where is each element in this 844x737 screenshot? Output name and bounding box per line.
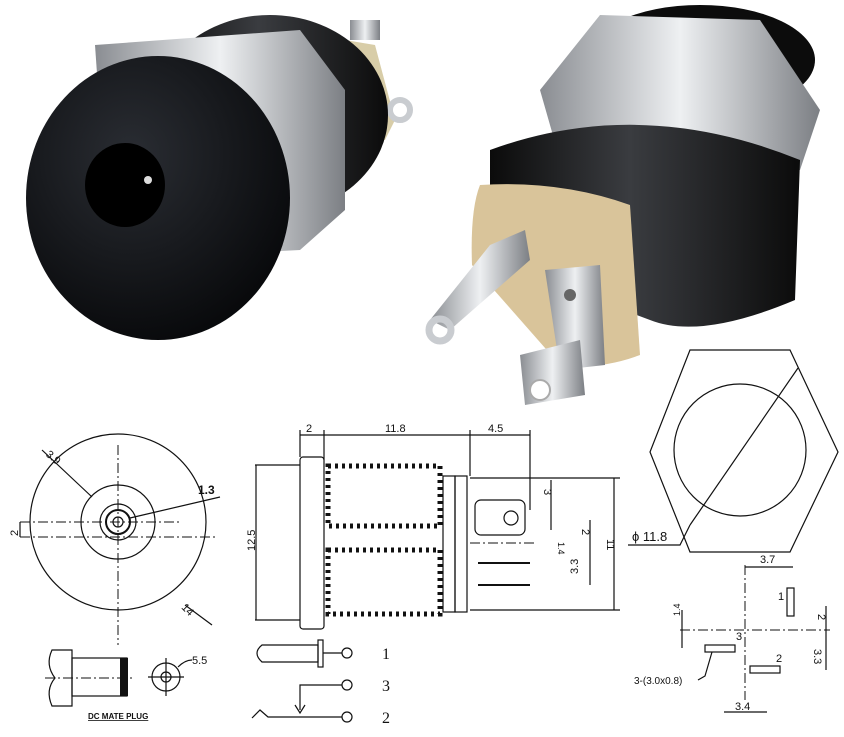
pad-3 <box>704 644 736 653</box>
fp-pin-1: 1 <box>778 591 784 603</box>
terminal-2-hole <box>564 289 576 301</box>
dim-tab-width: 3 <box>541 489 553 495</box>
dim-inner-diameter: 3.9 <box>43 448 62 467</box>
terminal-top <box>350 20 380 40</box>
dim-terminal-length: 4.5 <box>488 423 503 435</box>
pin-label-3: 3 <box>382 678 390 695</box>
mate-plug-drawing: 5.5 DC MATE PLUG <box>45 649 207 721</box>
dim-flange: 2 <box>306 423 312 435</box>
terminal-3 <box>520 340 585 405</box>
terminal-2 <box>545 265 605 370</box>
jack-rear-photo <box>425 5 820 405</box>
front-view-drawing: 3.9 1.3 14 2 <box>9 433 221 645</box>
fp-dim-width: 3.7 <box>760 554 775 566</box>
terminal-3-eyelet <box>529 379 551 401</box>
dim-outer-diameter: 14 <box>179 602 196 619</box>
dim-height: 12.5 <box>246 530 258 551</box>
pcb-footprint-drawing: 3.7 2 3.3 1.4 3.4 3-(3.0x0.8) 1 2 3 <box>634 554 830 713</box>
dim-hex-diameter: ϕ 11.8 <box>632 529 667 544</box>
dim-pin-spacing-b: 3.3 <box>569 559 581 574</box>
terminal-1 <box>430 230 530 330</box>
dim-pin-diameter: 1.3 <box>198 483 215 497</box>
dim-pin-spacing-a: 2 <box>579 529 591 535</box>
center-pin <box>144 176 152 184</box>
terminal-eyelet <box>387 97 413 123</box>
dim-body-height: 11 <box>604 539 616 550</box>
fp-dim-spacing-a: 2 <box>815 614 827 620</box>
fp-dim-offset: 1.4 <box>672 603 682 616</box>
mate-plug-caption: DC MATE PLUG <box>88 712 148 721</box>
fp-pad-size: 3-(3.0x0.8) <box>634 676 682 687</box>
jack-front-photo <box>26 15 413 340</box>
side-view-drawing: 2 11.8 4.5 12.5 11 3 2 3.3 1.4 <box>246 423 620 630</box>
thread-lower <box>325 547 443 617</box>
pin-label-1: 1 <box>382 646 390 663</box>
dim-offset: 2 <box>9 530 21 536</box>
fp-dim-bottom: 3.4 <box>735 701 750 713</box>
dim-thread-length: 11.8 <box>385 423 406 435</box>
thread-upper <box>325 463 443 529</box>
dim-plug-diameter: 5.5 <box>192 655 207 667</box>
pad-1 <box>786 587 795 617</box>
jack-hole <box>85 143 165 227</box>
fp-pin-3: 3 <box>736 631 742 643</box>
pad-2 <box>749 665 781 674</box>
pin-label-2: 2 <box>382 710 390 727</box>
fp-pin-2: 2 <box>776 653 782 665</box>
fp-dim-spacing-b: 3.3 <box>811 649 823 664</box>
dim-tab-offset: 1.4 <box>556 542 566 555</box>
pinout-schematic: 1 3 2 <box>251 639 390 727</box>
hex-view-drawing: ϕ 11.8 <box>628 349 839 553</box>
terminal-1-eyelet <box>425 315 455 345</box>
